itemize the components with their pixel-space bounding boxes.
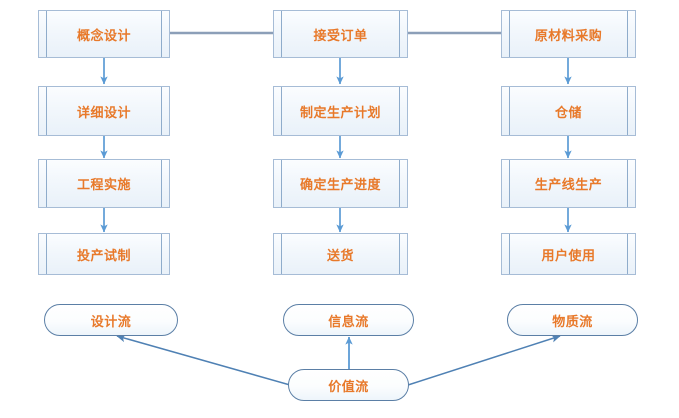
- pill-information-flow[interactable]: 信息流: [283, 304, 414, 336]
- node-label: 详细设计: [76, 105, 131, 121]
- node-label: 送货: [326, 248, 354, 264]
- node-raw-material[interactable]: 原材料采购: [501, 10, 636, 58]
- node-label: 原材料采购: [534, 28, 603, 44]
- node-engineering[interactable]: 工程实施: [38, 159, 170, 208]
- node-label: 接受订单: [313, 28, 368, 44]
- node-user-usage[interactable]: 用户使用: [501, 233, 636, 275]
- node-production-line[interactable]: 生产线生产: [501, 159, 636, 208]
- node-concept-design[interactable]: 概念设计: [38, 10, 170, 58]
- node-label: 仓储: [554, 105, 582, 121]
- node-production-plan[interactable]: 制定生产计划: [273, 86, 408, 136]
- node-label: 概念设计: [76, 28, 131, 44]
- pill-label: 设计流: [90, 314, 132, 330]
- node-label: 用户使用: [541, 248, 596, 264]
- node-value-stream[interactable]: 价值流: [288, 369, 409, 401]
- node-label: 确定生产进度: [299, 178, 381, 193]
- arrow-value-to-design: [116, 334, 291, 386]
- node-label: 工程实施: [76, 178, 131, 193]
- node-accept-order[interactable]: 接受订单: [273, 10, 408, 58]
- node-label: 生产线生产: [534, 178, 603, 193]
- arrow-value-to-material: [407, 334, 561, 386]
- pill-design-flow[interactable]: 设计流: [44, 304, 178, 336]
- node-trial-production[interactable]: 投产试制: [38, 233, 170, 275]
- pill-label: 价值流: [328, 379, 369, 395]
- node-label: 投产试制: [76, 248, 131, 264]
- pill-material-flow[interactable]: 物质流: [507, 304, 638, 336]
- node-delivery[interactable]: 送货: [273, 233, 408, 275]
- node-warehouse[interactable]: 仓储: [501, 86, 636, 136]
- pill-label: 物质流: [552, 314, 593, 330]
- node-detail-design[interactable]: 详细设计: [38, 86, 170, 136]
- node-label: 制定生产计划: [299, 105, 381, 121]
- node-production-schedule[interactable]: 确定生产进度: [273, 159, 408, 208]
- pill-label: 信息流: [328, 314, 369, 330]
